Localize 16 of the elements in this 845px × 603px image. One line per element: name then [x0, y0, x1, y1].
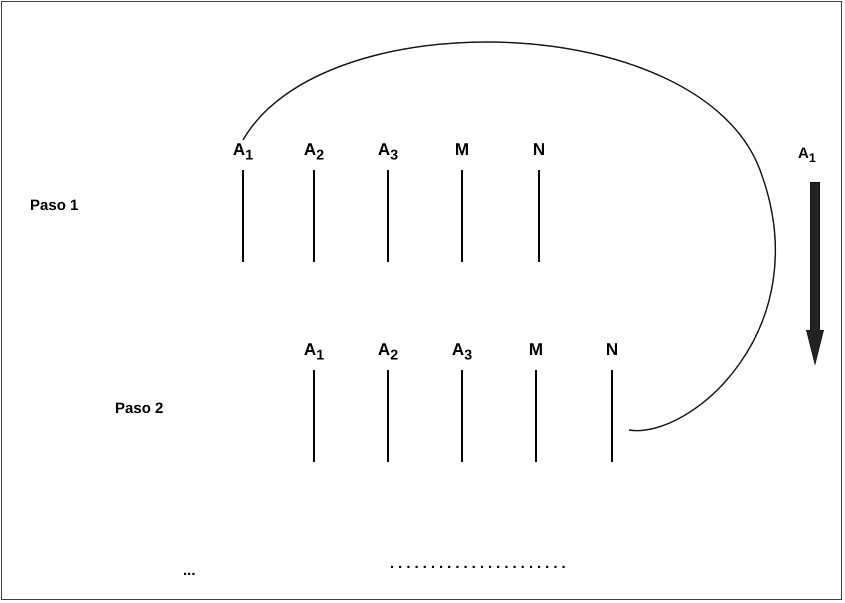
curved-connector: [242, 42, 776, 431]
variable-label: A$_{1}$: [798, 145, 816, 165]
variable-label: N: [604, 340, 620, 360]
variable-label: M: [528, 340, 544, 360]
variable-label: A$_{3}$: [376, 140, 400, 166]
step-label: Paso 2: [115, 400, 164, 417]
variable-label: A$_{2}$: [302, 140, 326, 166]
variable-label: M: [454, 140, 470, 160]
variable-label: A$_{1}$: [302, 340, 326, 366]
variable-label: A$_{2}$: [376, 340, 400, 366]
variable-label: A$_{1}$: [232, 140, 254, 166]
variable-label: N: [532, 140, 546, 160]
dotted-line: ......................: [390, 555, 570, 572]
ellipsis: ...: [183, 562, 196, 579]
variable-label: A$_{3}$: [450, 340, 474, 366]
step-label: Paso 1: [30, 197, 78, 214]
